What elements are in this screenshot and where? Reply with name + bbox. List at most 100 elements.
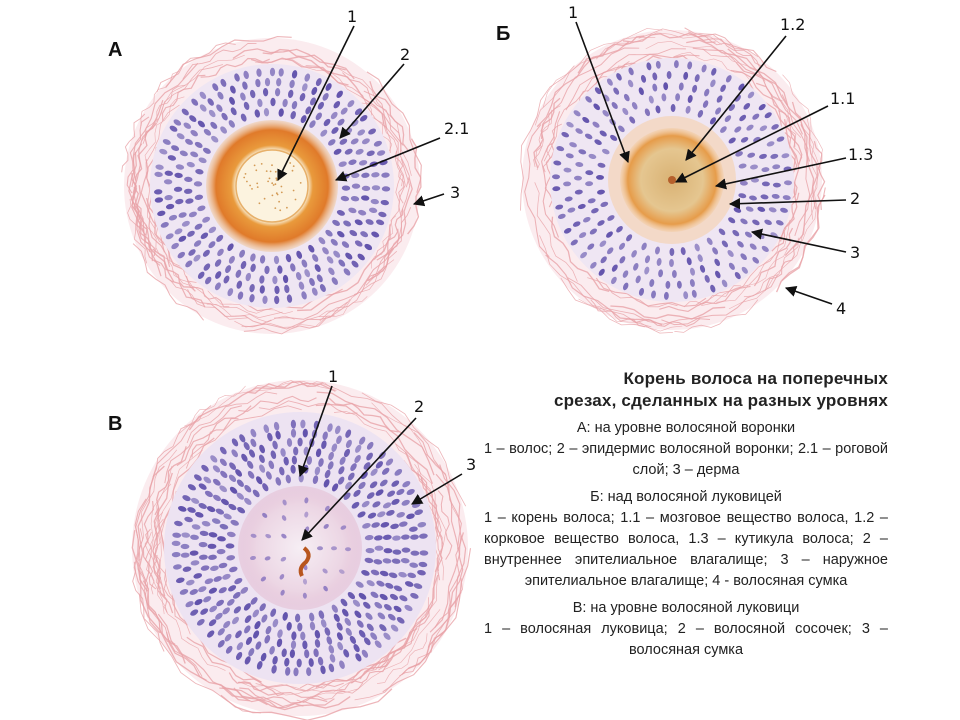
cell-nucleus	[776, 136, 785, 142]
cell-nucleus	[728, 137, 736, 144]
pigment-dot	[271, 194, 274, 197]
cell-nucleus	[230, 107, 237, 116]
cell-nucleus	[585, 181, 594, 187]
cell-nucleus	[649, 279, 655, 287]
cell-nucleus	[236, 642, 244, 651]
cell-nucleus	[360, 231, 369, 238]
cell-nucleus	[217, 248, 224, 257]
arrow-b-1-2	[685, 35, 787, 161]
cell-nucleus	[352, 599, 361, 607]
cell-nucleus	[361, 185, 371, 192]
cell-nucleus	[622, 282, 629, 291]
dermis-fiber	[159, 437, 215, 556]
dermis-fiber	[535, 109, 553, 171]
cell-nucleus	[239, 249, 246, 258]
cell-nucleus	[194, 599, 203, 606]
cell-nucleus	[279, 466, 285, 476]
cell-nucleus	[735, 151, 743, 157]
cell-nucleus	[190, 609, 199, 616]
cell-nucleus	[231, 438, 239, 447]
cell-nucleus	[644, 108, 651, 117]
cell-nucleus	[236, 479, 244, 487]
cell-nucleus	[189, 550, 199, 556]
dermis-fiber	[285, 56, 388, 129]
dermis-fiber	[716, 248, 789, 303]
cell-nucleus	[249, 294, 255, 303]
dermis-fiber	[152, 472, 173, 597]
cell-nucleus	[208, 619, 217, 627]
cell-nucleus	[655, 246, 660, 255]
dermis-fiber	[184, 385, 246, 427]
cell-nucleus	[578, 232, 587, 239]
cell-nucleus	[259, 255, 266, 264]
caption-section-a-heading: А: на уровне волосяной воронки	[576, 420, 796, 436]
label-v-2: 2	[414, 397, 424, 416]
label-b-1: 1	[568, 3, 578, 22]
cell-nucleus	[306, 456, 313, 465]
dermis-fiber	[221, 686, 351, 711]
cell-nucleus	[587, 243, 595, 250]
arrow-a-2-1	[334, 137, 441, 182]
cell-nucleus	[320, 665, 326, 675]
cell-nucleus	[670, 104, 676, 112]
cell-nucleus	[338, 466, 345, 475]
cell-nucleus	[718, 228, 726, 236]
dermis-fibers-a	[121, 36, 422, 335]
cell-nucleus	[214, 282, 221, 291]
cell-nucleus	[394, 469, 403, 476]
cell-nucleus	[216, 234, 224, 242]
cell-nucleus	[229, 462, 237, 470]
cell-nucleus	[378, 451, 386, 460]
cell-nucleus	[377, 612, 386, 620]
cell-nucleus	[261, 614, 268, 623]
cell-nucleus	[204, 490, 213, 498]
cell-nucleus	[270, 608, 277, 617]
cell-nucleus	[198, 503, 207, 509]
cell-nucleus	[302, 592, 307, 599]
cell-nucleus	[282, 274, 289, 284]
cell-nucleus	[206, 506, 216, 513]
cell-nucleus	[593, 103, 601, 111]
cell-nucleus	[704, 275, 710, 283]
cell-nucleus	[371, 172, 380, 178]
cell-nucleus	[325, 83, 332, 91]
cell-nucleus	[382, 502, 392, 509]
pigment-dot	[275, 179, 278, 181]
cell-nucleus	[724, 115, 732, 122]
cell-nucleus	[354, 610, 362, 619]
pigment-dot	[256, 182, 259, 185]
cell-nucleus	[339, 660, 345, 669]
cell-nucleus	[219, 446, 227, 455]
cell-nucleus	[697, 110, 704, 118]
cell-nucleus	[345, 627, 352, 636]
cell-nucleus	[276, 638, 283, 648]
cell-nucleus	[227, 243, 234, 251]
cell-nucleus	[374, 545, 384, 551]
cell-nucleus	[326, 636, 333, 645]
cell-nucleus	[382, 534, 392, 540]
cell-nucleus	[582, 116, 590, 124]
cell-nucleus	[673, 60, 679, 69]
dermis-fiber	[361, 102, 393, 152]
dermis-fiber	[132, 100, 164, 234]
dermis-fiber	[165, 631, 250, 702]
cell-nucleus	[330, 111, 338, 120]
panel-v-annotations: 1 2 3	[298, 367, 476, 541]
cell-nucleus	[228, 120, 235, 128]
caption-title-line-1: Корень волоса на поперечных	[623, 369, 888, 388]
pigment-dot	[279, 209, 282, 212]
cell-nucleus	[585, 170, 594, 176]
cell-nucleus	[328, 663, 335, 673]
cell-nucleus	[160, 222, 169, 228]
cell-nucleus	[317, 101, 325, 110]
cell-nucleus	[199, 554, 208, 560]
cell-nucleus	[225, 645, 233, 654]
cell-nucleus	[282, 98, 288, 108]
dermis-fiber	[140, 70, 180, 127]
cell-nucleus	[195, 169, 204, 175]
cell-nucleus	[320, 129, 328, 137]
cell-nucleus	[318, 610, 325, 619]
cell-nucleus	[283, 456, 289, 466]
dermis-fiber	[315, 403, 434, 485]
cell-nucleus	[712, 247, 719, 255]
